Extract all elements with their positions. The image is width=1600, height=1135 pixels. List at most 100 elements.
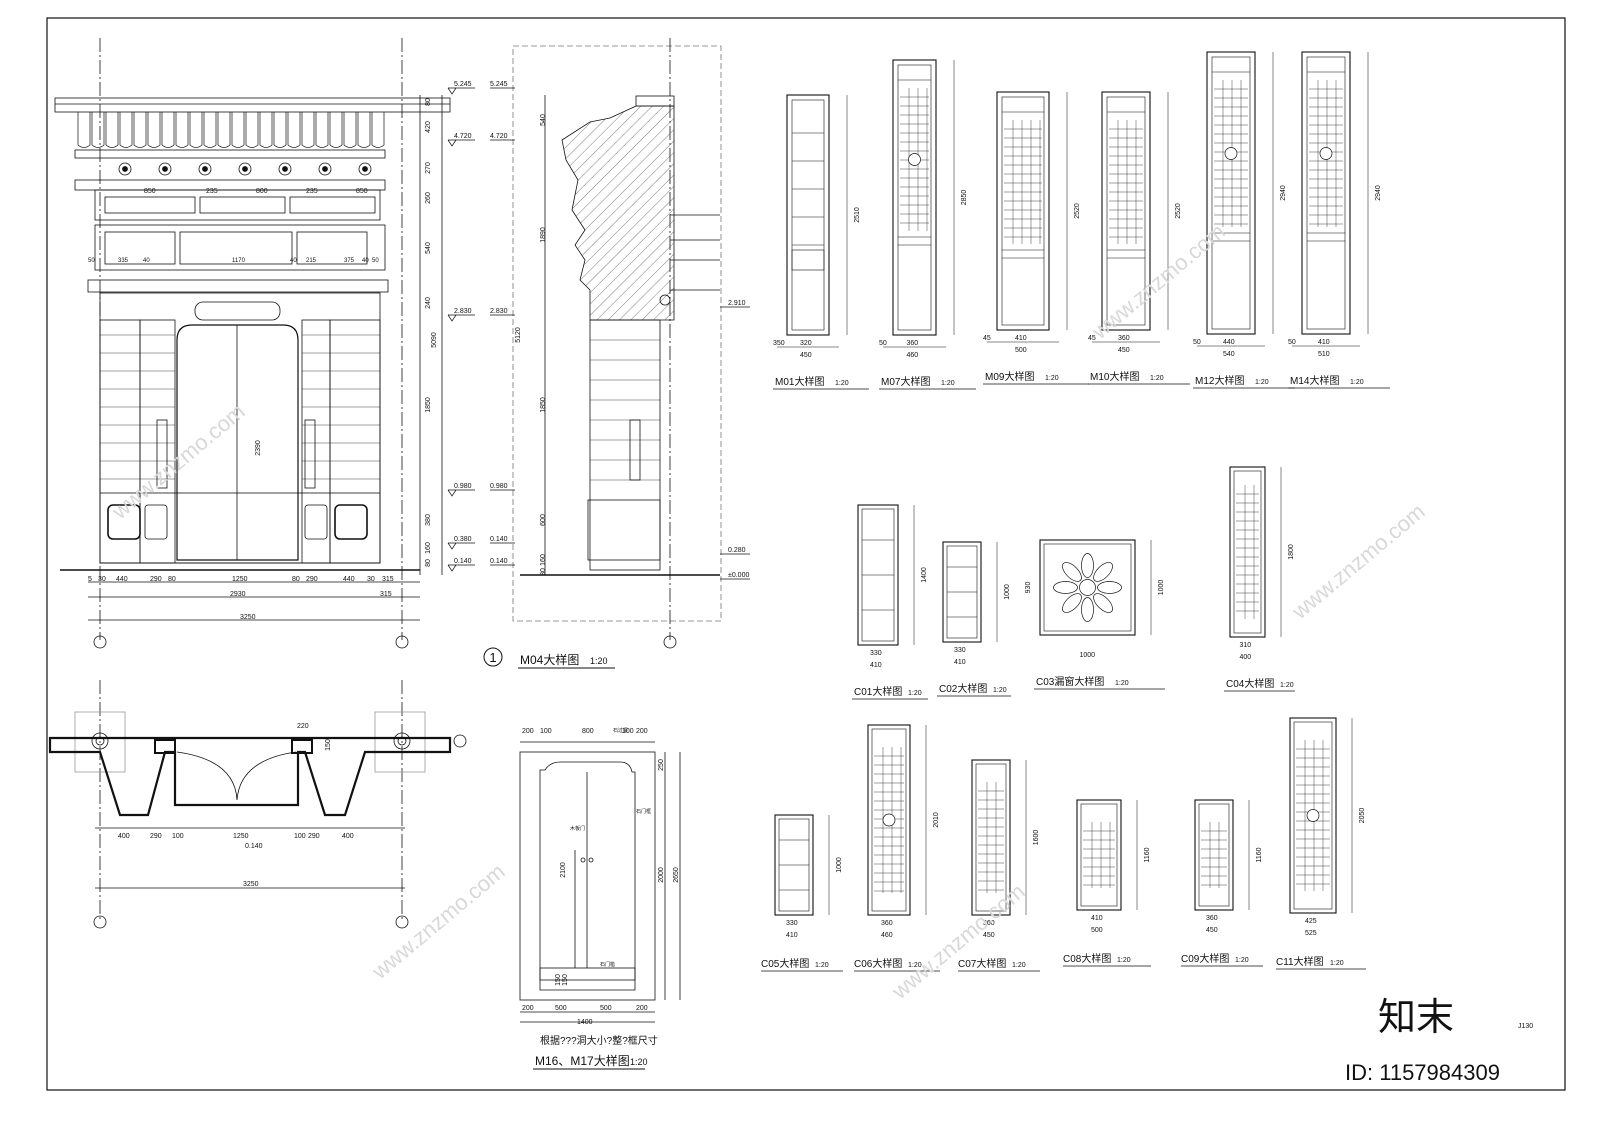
dim-label: 350	[773, 340, 785, 347]
window-title: C03漏窗大样图	[1036, 675, 1104, 688]
window-title: C02大样图	[939, 682, 987, 695]
dim-label: 2510	[854, 207, 861, 223]
dim-label: 2940	[1280, 185, 1287, 201]
dim-label: 450	[1206, 927, 1218, 934]
dim-label: 3250	[240, 614, 256, 621]
dim-label: 3250	[243, 881, 259, 888]
window-title: C04大样图	[1226, 677, 1274, 690]
window-scale: 1:20	[1115, 680, 1129, 687]
dim-label: 2000	[658, 867, 665, 883]
dim-label: 410	[870, 662, 882, 669]
dim-label: 510	[1318, 351, 1330, 358]
dim-label: 380	[425, 514, 432, 526]
dim-label: 80	[168, 576, 176, 583]
dim-label: 1890	[540, 227, 547, 243]
level-marker: 0.140	[490, 536, 508, 543]
door-scale: 1:20	[941, 380, 955, 387]
dim-label: 400	[1240, 654, 1252, 661]
dim-label: 50	[88, 258, 95, 264]
dim-label: 1000	[1158, 580, 1165, 596]
dim-label: 1400	[921, 567, 928, 583]
level-marker: 0.380	[454, 536, 472, 543]
dim-label: 100	[294, 833, 306, 840]
dim-label: 930	[1025, 582, 1032, 594]
dim-label: 1000	[1080, 652, 1096, 659]
dim-label: 160	[540, 554, 547, 566]
dim-label: 200	[636, 1005, 648, 1012]
dim-label: 80	[425, 98, 432, 106]
level-marker: 2.830	[454, 308, 472, 315]
dim-label: 2850	[961, 190, 968, 206]
dim-label: 525	[1305, 930, 1317, 937]
svg-text:www.znzmo.com: www.znzmo.com	[886, 879, 1029, 1005]
dim-label: 375	[344, 258, 355, 264]
window-title: C06大样图	[854, 957, 902, 970]
dim-label: 100	[540, 728, 552, 735]
level-marker: 2.910	[728, 300, 746, 307]
sheet-border	[46, 17, 1566, 1091]
dim-label: 330	[786, 920, 798, 927]
level-marker: 0.140	[454, 558, 472, 565]
dim-label: 410	[1091, 915, 1103, 922]
dim-label: 410	[1015, 335, 1027, 342]
dim-label: 0.140	[245, 843, 263, 850]
m04-number-bubble	[483, 647, 503, 667]
sheet-code: J130	[1518, 1023, 1533, 1030]
level-marker: 0.980	[490, 483, 508, 490]
m04-front-elevation	[54, 38, 451, 649]
dim-label: 800	[256, 188, 268, 195]
level-marker: 0.980	[454, 483, 472, 490]
dim-label: 40	[143, 258, 150, 264]
dim-label: 160	[425, 542, 432, 554]
image-id: ID: 1157984309	[1345, 1060, 1500, 1085]
door-title: M09大样图	[985, 370, 1034, 383]
dim-label: 240	[425, 297, 432, 309]
window-scale: 1:20	[1280, 682, 1294, 689]
window-title: C07大样图	[958, 957, 1006, 970]
svg-text:www.znzmo.com: www.znzmo.com	[1086, 219, 1229, 345]
m04-scale: 1:20	[590, 656, 608, 666]
dim-label: 1250	[232, 576, 248, 583]
dim-label: 440	[116, 576, 128, 583]
dim-label: 2100	[560, 862, 567, 878]
m04-title: M04大样图	[520, 652, 579, 667]
dim-label: 290	[306, 576, 318, 583]
dim-label: 235	[206, 188, 218, 195]
dim-label: 410	[1318, 339, 1330, 346]
level-marker: 4.720	[454, 133, 472, 140]
dim-label: 540	[425, 242, 432, 254]
dim-label: 80	[540, 568, 547, 576]
dim-label: 220	[297, 723, 309, 730]
dim-label: 335	[118, 258, 129, 264]
window-title: C11大样图	[1276, 955, 1324, 968]
dim-label: 80	[425, 559, 432, 567]
dim-label: 1850	[540, 397, 547, 413]
window-scale: 1:20	[815, 962, 829, 969]
callout-label: 石门框	[636, 808, 651, 815]
dim-label: 1000	[1004, 584, 1011, 600]
dim-label: 315	[382, 576, 394, 583]
callout-label: 木板门	[570, 825, 585, 832]
m04-side-section	[512, 38, 722, 649]
dim-label: 440	[1223, 339, 1235, 346]
callout-label: 石过梁	[613, 727, 628, 734]
dim-label: 450	[1118, 347, 1130, 354]
door-scale: 1:20	[835, 380, 849, 387]
dim-label: 100	[622, 728, 634, 735]
dim-label: 425	[1305, 918, 1317, 925]
dim-label: 450	[983, 932, 995, 939]
brand-logo: 知末	[1378, 997, 1454, 1039]
window-title: C01大样图	[854, 685, 902, 698]
dim-label: 30	[98, 576, 106, 583]
dim-label: 200	[636, 728, 648, 735]
level-marker: 4.720	[490, 133, 508, 140]
dim-label: 500	[600, 1005, 612, 1012]
